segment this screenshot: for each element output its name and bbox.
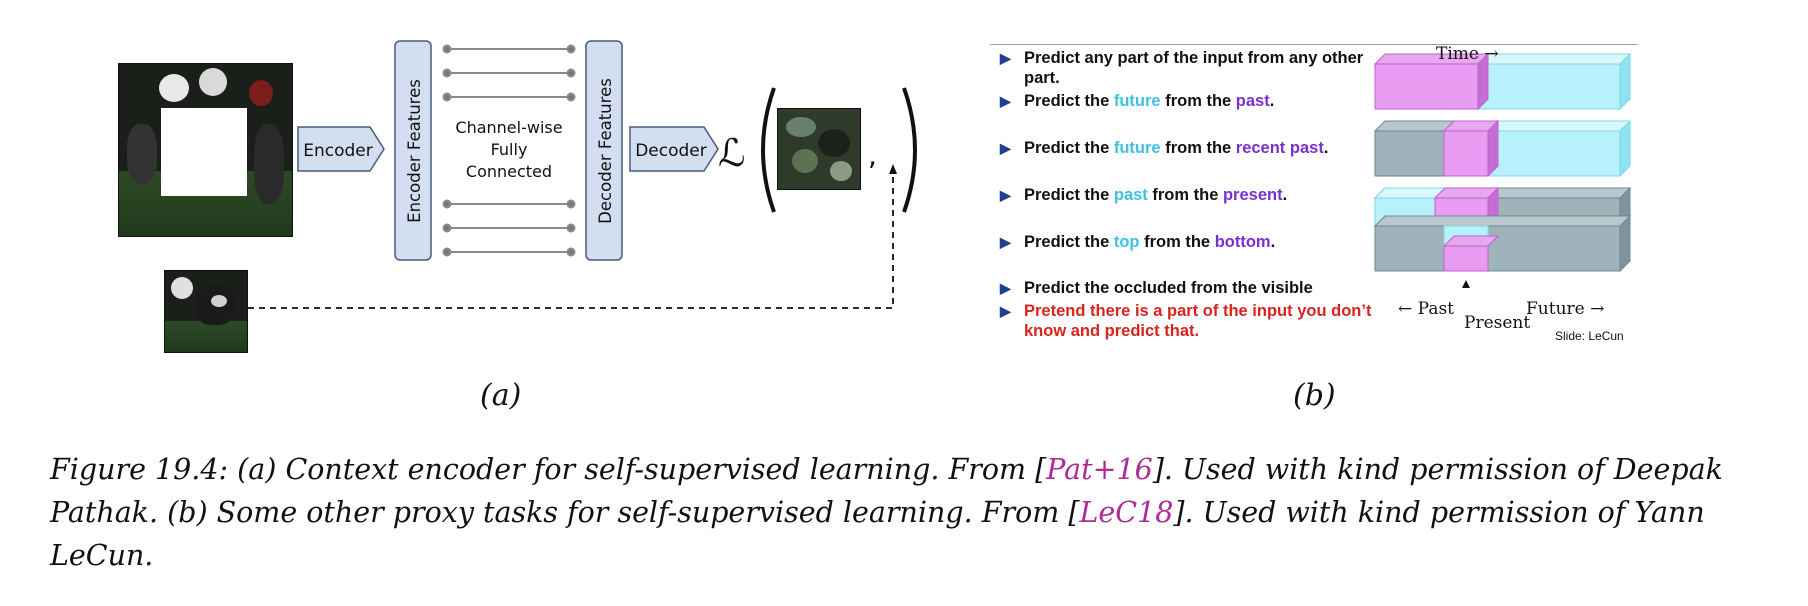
proxy-task-text: Pretend there is a part of the input you… <box>1024 302 1372 340</box>
context-encoder-diagram: Encoder Encoder Features Channel-wise Fu… <box>248 40 917 309</box>
loss-symbol: ℒ <box>718 131 745 175</box>
bullet-arrow-icon: ▶ <box>1000 140 1011 156</box>
proxy-task-text: Predict any part of the input from any o… <box>1024 49 1364 87</box>
masked-region <box>161 108 247 196</box>
channel-wise-label-line-2: Fully <box>491 140 528 159</box>
bullet-arrow-icon: ▶ <box>1000 234 1011 250</box>
present-marker-icon <box>1462 280 1470 288</box>
target-arrow-head <box>889 164 897 174</box>
proxy-task-text: Predict the future from the recent past. <box>1024 139 1329 157</box>
figure-caption: Figure 19.4: (a) Context encoder for sel… <box>50 448 1770 577</box>
proxy-task-text: Predict the occluded from the visible <box>1024 279 1313 297</box>
encoder-arrow-box <box>297 126 385 172</box>
channel-wise-connections <box>442 44 576 257</box>
target-dashed-connector <box>248 172 894 309</box>
bullet-arrow-icon: ▶ <box>1000 50 1011 66</box>
decoder-label: Decoder <box>635 141 707 161</box>
past-label: ← Past <box>1398 299 1455 319</box>
decoder-arrow-box <box>629 126 719 172</box>
predicted-patch-image <box>777 108 861 190</box>
channel-wise-label-line-1: Channel-wise <box>455 118 562 137</box>
channel-wise-label-line-3: Connected <box>466 162 552 181</box>
bullet-arrow-icon: ▶ <box>1000 303 1011 319</box>
left-paren <box>761 87 776 213</box>
time-axis-label: Time → <box>1436 44 1499 64</box>
slide-top-rule <box>990 44 1637 45</box>
masked-input-image <box>118 63 293 237</box>
bullet-arrow-icon: ▶ <box>1000 187 1011 203</box>
decoder-features-bar <box>585 40 623 261</box>
encoder-features-label: Encoder Features <box>405 79 424 223</box>
present-label: Present <box>1464 313 1531 333</box>
time-bars-diagram <box>1373 52 1632 288</box>
slide-credit: Slide: LeCun <box>1555 329 1624 343</box>
encoder-features-bar <box>394 40 432 261</box>
citation-link-pat16[interactable]: Pat+16 <box>1046 453 1153 486</box>
encoder-label: Encoder <box>303 141 373 161</box>
proxy-task-text: Predict the future from the past. <box>1024 92 1275 110</box>
caption-text: ]. Used with kind permission of Deepak P… <box>50 453 1723 529</box>
citation-link-lec18[interactable]: LeC18 <box>1079 496 1174 529</box>
time-bar-row-1 <box>1373 52 1632 111</box>
target-patch-image <box>164 270 248 353</box>
bullet-arrow-icon: ▶ <box>1000 280 1011 296</box>
right-paren <box>902 87 917 213</box>
proxy-task-text: Predict the past from the present. <box>1024 186 1288 204</box>
subfigure-label-b: (b) <box>1293 378 1336 413</box>
loss-comma: , <box>868 139 877 172</box>
caption-text: (a) Context encoder for self-supervised … <box>228 453 1047 486</box>
proxy-task-text: Predict the top from the bottom. <box>1024 233 1276 251</box>
decoder-features-label: Decoder Features <box>596 78 615 224</box>
time-bar-row-4 <box>1373 214 1632 273</box>
caption-figure-number: Figure 19.4: <box>50 453 229 486</box>
caption-text: ]. Used with kind permission of Yann LeC… <box>50 496 1705 572</box>
future-label: Future → <box>1526 299 1605 319</box>
bullet-arrow-icon: ▶ <box>1000 93 1011 109</box>
subfigure-label-a: (a) <box>480 378 522 413</box>
time-bar-row-2 <box>1373 119 1632 178</box>
